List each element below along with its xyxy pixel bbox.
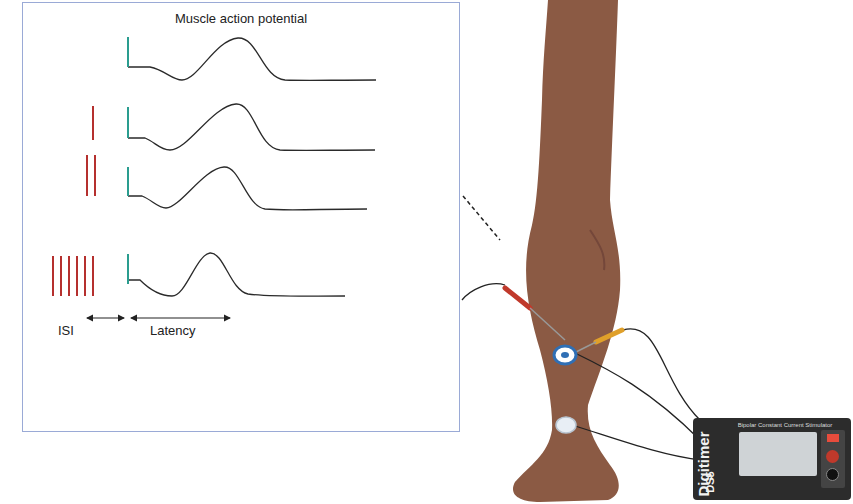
zoom-leader (463, 196, 500, 240)
axis-label: ISI (58, 323, 74, 338)
traces (128, 38, 376, 296)
muscle-trace (128, 38, 376, 80)
leg (513, 0, 620, 502)
muscle-trace (128, 104, 375, 150)
isi-arrow (87, 317, 124, 318)
stim-artifacts (127, 37, 129, 284)
stimulator-device: DigitimerDS5Bipolar Constant Current Sti… (693, 418, 851, 500)
stim-pulses (53, 106, 95, 296)
needle-handle (505, 288, 530, 308)
needle (530, 308, 565, 340)
stim-electrode (561, 352, 569, 358)
figure-panel: Muscle action potential (22, 2, 460, 432)
terminal (826, 468, 839, 481)
muscle-trace (128, 167, 367, 210)
axis-label: Latency (150, 323, 196, 338)
latency-arrow (131, 317, 230, 318)
wire (462, 284, 505, 300)
terminal (826, 450, 839, 463)
device-controls (821, 430, 845, 488)
device-label: DS5 (704, 471, 716, 492)
knee-shade (590, 230, 604, 270)
power-switch (827, 434, 839, 442)
wire (623, 329, 700, 420)
panel-title: Muscle action potential (23, 11, 459, 26)
wire (575, 353, 700, 440)
ground-electrode (556, 417, 576, 433)
muscle-trace (128, 253, 345, 296)
stim-electrode (554, 346, 576, 364)
needle-handle (596, 330, 622, 342)
wire (572, 425, 700, 460)
device-label: Bipolar Constant Current Stimulator (737, 422, 833, 428)
device-screen (739, 432, 817, 476)
